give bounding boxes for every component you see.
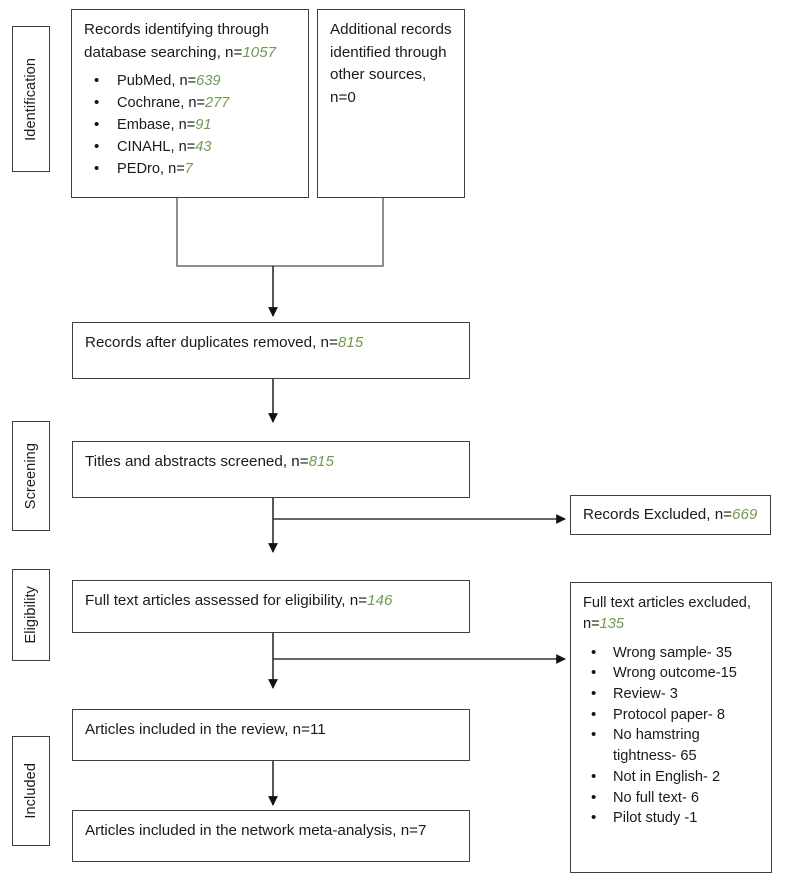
list-item: PubMed, n=639 [84, 70, 296, 93]
box-included-nma: Articles included in the network meta-an… [72, 810, 470, 862]
fulltext-excluded-count: 135 [599, 616, 624, 633]
source-label: PEDro, n= [117, 160, 185, 177]
list-item: Pilot study -1 [583, 807, 761, 829]
list-item: Cochrane, n=277 [84, 92, 296, 115]
source-count: 277 [205, 94, 230, 111]
source-label: Embase, n= [117, 116, 196, 133]
database-search-count: 1057 [242, 43, 277, 61]
fulltext-assessed-line: Full text articles assessed for eligibil… [85, 590, 457, 613]
exclusion-reason-list: Wrong sample- 35 Wrong outcome-15 Review… [583, 642, 761, 829]
included-review-count: 11 [309, 721, 326, 738]
included-review-label: Articles included in the review, n= [85, 721, 310, 738]
stage-label-eligibility-text: Eligibility [23, 586, 39, 644]
list-item: CINAHL, n=43 [84, 136, 296, 159]
source-count: 7 [184, 160, 193, 177]
fulltext-assessed-label: Full text articles assessed for eligibil… [85, 592, 368, 609]
stage-label-screening: Screening [12, 421, 50, 531]
box-duplicates-removed: Records after duplicates removed, n=815 [72, 322, 470, 379]
included-review-line: Articles included in the review, n=11 [85, 719, 457, 742]
database-search-title-text: Records identifying through database sea… [84, 21, 269, 61]
fulltext-excluded-label: Full text articles excluded, n= [583, 595, 751, 633]
source-count: 639 [196, 73, 221, 89]
stage-label-included: Included [12, 736, 50, 846]
box-fulltext-excluded: Full text articles excluded, n=135 Wrong… [570, 582, 772, 873]
source-count: 43 [195, 138, 212, 155]
records-excluded-count: 669 [732, 506, 758, 523]
stage-label-included-text: Included [23, 763, 39, 819]
stage-label-eligibility: Eligibility [12, 569, 50, 661]
list-item: PEDro, n=7 [84, 158, 296, 181]
box-other-sources: Additional records identified through ot… [317, 9, 465, 198]
database-search-title: Records identifying through database sea… [84, 19, 296, 64]
records-excluded-line: Records Excluded, n=669 [583, 504, 758, 527]
box-included-review: Articles included in the review, n=11 [72, 709, 470, 761]
included-nma-count: 7 [418, 822, 427, 839]
list-item: Not in English- 2 [583, 766, 761, 788]
list-item: Wrong outcome-15 [583, 662, 761, 684]
fulltext-assessed-count: 146 [367, 592, 393, 609]
included-nma-label: Articles included in the network meta-an… [85, 822, 419, 839]
titles-screened-label: Titles and abstracts screened, n= [85, 453, 309, 470]
titles-screened-count: 815 [308, 453, 334, 470]
list-item: Protocol paper- 8 [583, 704, 761, 726]
stage-label-screening-text: Screening [23, 442, 39, 510]
source-count: 91 [195, 116, 212, 133]
duplicates-removed-count: 815 [337, 334, 364, 351]
list-item: Wrong sample- 35 [583, 642, 761, 664]
box-database-search: Records identifying through database sea… [71, 9, 309, 198]
list-item: Review- 3 [583, 683, 761, 705]
list-item: Embase, n=91 [84, 114, 296, 137]
source-label: PubMed, n= [117, 73, 197, 89]
box-titles-screened: Titles and abstracts screened, n=815 [72, 441, 470, 498]
box-records-excluded: Records Excluded, n=669 [570, 495, 771, 535]
records-excluded-label: Records Excluded, n= [583, 506, 733, 523]
source-label: CINAHL, n= [117, 138, 196, 155]
duplicates-removed-label: Records after duplicates removed, n= [85, 334, 338, 351]
titles-screened-line: Titles and abstracts screened, n=815 [85, 451, 457, 474]
included-nma-line: Articles included in the network meta-an… [85, 820, 457, 843]
box-fulltext-assessed: Full text articles assessed for eligibil… [72, 580, 470, 633]
list-item: No hamstring tightness- 65 [583, 724, 761, 766]
source-label: Cochrane, n= [117, 94, 206, 111]
other-sources-text: Additional records identified through ot… [330, 21, 452, 106]
stage-label-identification: Identification [12, 26, 50, 172]
stage-label-identification-text: Identification [23, 57, 39, 141]
database-source-list: PubMed, n=639 Cochrane, n=277 Embase, n=… [84, 70, 296, 181]
fulltext-excluded-line: Full text articles excluded, n=135 [583, 593, 761, 636]
duplicates-removed-line: Records after duplicates removed, n=815 [85, 332, 457, 355]
list-item: No full text- 6 [583, 787, 761, 809]
